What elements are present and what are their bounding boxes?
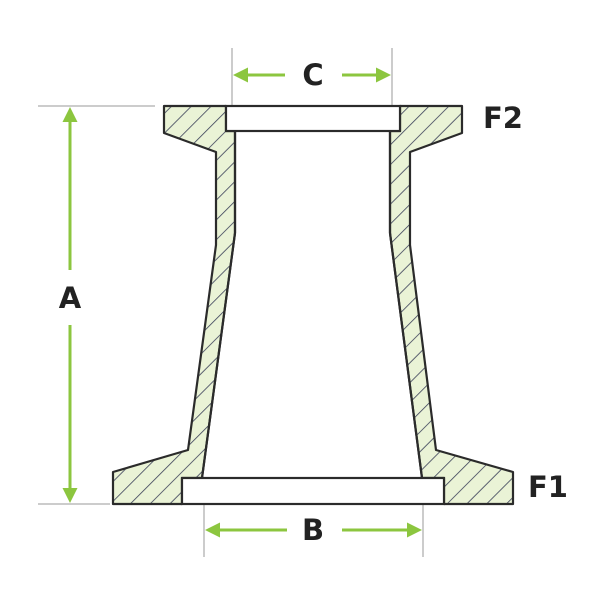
dimension-a: A	[59, 107, 82, 503]
dimension-a-label: A	[59, 281, 82, 315]
inner-bore-outline	[200, 131, 424, 479]
top-seat	[224, 104, 402, 133]
right-wall-section	[388, 104, 515, 506]
flange-f1-label: F1	[528, 470, 568, 504]
flange-f2-label: F2	[483, 101, 523, 135]
dimension-c: C	[233, 58, 391, 92]
dimension-b-label: B	[302, 513, 324, 547]
dimension-c-label: C	[302, 58, 323, 92]
bottom-seat	[180, 476, 446, 506]
left-wall-section	[111, 104, 237, 506]
dimension-b: B	[205, 513, 422, 547]
